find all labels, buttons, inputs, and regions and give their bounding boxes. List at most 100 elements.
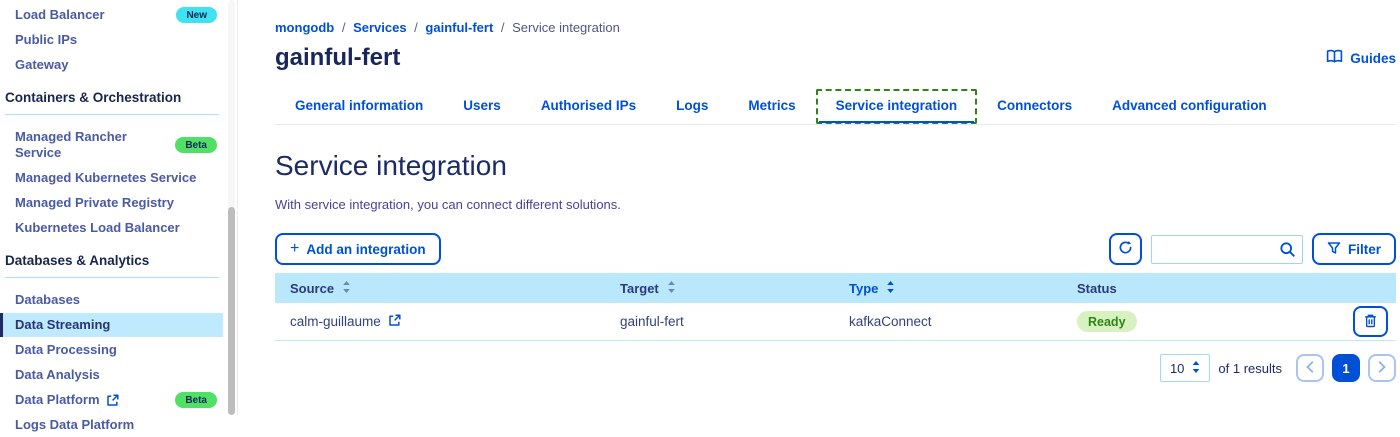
tab-general-information[interactable]: General information bbox=[295, 98, 424, 113]
sidebar-item-label: Load Balancer bbox=[15, 7, 105, 22]
cell-type: kafkaConnect bbox=[849, 314, 932, 329]
sidebar-scrollbar-thumb[interactable] bbox=[228, 207, 235, 415]
section-title: Service integration bbox=[275, 150, 507, 181]
add-integration-button[interactable]: + Add an integration bbox=[275, 233, 441, 265]
page-size-select[interactable]: 10 bbox=[1159, 354, 1211, 382]
refresh-icon bbox=[1118, 240, 1133, 258]
page-1-button[interactable]: 1 bbox=[1332, 354, 1360, 382]
sidebar-item-load-balancer[interactable]: Load Balancer New bbox=[0, 3, 223, 27]
trash-icon bbox=[1363, 313, 1378, 331]
search-input[interactable] bbox=[1150, 234, 1303, 264]
book-icon bbox=[1326, 49, 1343, 67]
cell-status: Ready bbox=[1062, 306, 1396, 337]
plus-icon: + bbox=[290, 240, 300, 257]
column-header-label: Source bbox=[290, 280, 335, 296]
chevron-right-icon bbox=[1378, 360, 1386, 376]
sidebar-item-kubernetes-load-balancer[interactable]: Kubernetes Load Balancer bbox=[0, 216, 223, 240]
sidebar-section-heading-containers-orchestration: Containers & Orchestration bbox=[5, 90, 182, 105]
guides-link[interactable]: Guides bbox=[1326, 49, 1396, 67]
page-title: gainful-fert bbox=[275, 44, 401, 71]
table-header-row: Source Target Type Status bbox=[275, 273, 1396, 303]
integrations-table: Source Target Type Status calm-guillaume gai… bbox=[275, 273, 1396, 341]
search-icon bbox=[1279, 241, 1296, 263]
sidebar-item-managed-kubernetes-service[interactable]: Managed Kubernetes Service bbox=[0, 166, 223, 190]
sidebar-item-label: Gateway bbox=[15, 57, 69, 72]
cell-target: gainful-fert bbox=[620, 314, 684, 329]
breadcrumb-separator: / bbox=[497, 20, 509, 35]
refresh-button[interactable] bbox=[1108, 233, 1142, 265]
column-header-label: Status bbox=[1077, 280, 1117, 296]
sort-icon bbox=[342, 280, 351, 296]
sidebar-item-gateway[interactable]: Gateway bbox=[0, 53, 223, 77]
sidebar-item-label: Kubernetes Load Balancer bbox=[15, 220, 180, 235]
filter-button[interactable]: Filter bbox=[1311, 233, 1396, 265]
column-header-label: Target bbox=[620, 280, 659, 296]
section-description: With service integration, you can connec… bbox=[275, 197, 621, 212]
breadcrumb-separator: / bbox=[410, 20, 422, 35]
column-header-source[interactable]: Source bbox=[275, 280, 605, 296]
chevron-left-icon bbox=[1306, 360, 1314, 376]
sidebar-item-label: Data Platform bbox=[15, 392, 100, 407]
prev-page-button[interactable] bbox=[1296, 354, 1324, 382]
tab-logs[interactable]: Logs bbox=[676, 98, 709, 113]
sidebar-item-data-processing[interactable]: Data Processing bbox=[0, 338, 223, 362]
sidebar-item-managed-private-registry[interactable]: Managed Private Registry bbox=[0, 191, 223, 215]
breadcrumb-link-mongodb[interactable]: mongodb bbox=[275, 20, 335, 35]
badge-beta: Beta bbox=[175, 392, 217, 408]
table-row: calm-guillaume gainful-fert kafkaConnect Re… bbox=[275, 303, 1396, 341]
breadcrumb: mongodb / Services / gainful-fert / Serv… bbox=[275, 20, 1396, 35]
badge-new: New bbox=[176, 7, 217, 23]
pagination: 10 of 1 results 1 bbox=[275, 354, 1396, 382]
main-content: mongodb / Services / gainful-fert / Serv… bbox=[239, 0, 1400, 415]
source-link[interactable]: calm-guillaume bbox=[290, 314, 381, 329]
add-integration-label: Add an integration bbox=[306, 241, 426, 257]
sidebar-section-heading-databases-analytics: Databases & Analytics bbox=[5, 253, 150, 268]
sidebar-item-managed-rancher-service[interactable]: Managed Rancher Service Beta bbox=[0, 125, 223, 165]
table-body: calm-guillaume gainful-fert kafkaConnect Re… bbox=[275, 303, 1396, 341]
column-header-target[interactable]: Target bbox=[605, 280, 834, 296]
sidebar-item-label: Logs Data Platform bbox=[15, 417, 135, 432]
sidebar-item-label: Public IPs bbox=[15, 32, 78, 47]
column-header-type[interactable]: Type bbox=[834, 280, 1062, 296]
sidebar-item-label: Data Streaming bbox=[15, 317, 111, 332]
breadcrumb-current: Service integration bbox=[512, 20, 620, 35]
page-header: gainful-fert Guides bbox=[275, 44, 1396, 72]
sidebar-item-label: Managed Private Registry bbox=[15, 195, 174, 210]
sort-icon bbox=[886, 280, 895, 296]
sidebar-item-label: Managed Kubernetes Service bbox=[15, 170, 197, 185]
tab-users[interactable]: Users bbox=[463, 98, 501, 113]
up-down-caret-icon bbox=[1192, 360, 1200, 376]
sort-icon bbox=[667, 280, 676, 296]
column-header-status[interactable]: Status bbox=[1062, 281, 1396, 296]
breadcrumb-separator: / bbox=[338, 20, 350, 35]
cell-source: calm-guillaume bbox=[275, 313, 605, 330]
toolbar-right: Filter bbox=[1108, 233, 1396, 265]
breadcrumb-link-services[interactable]: Services bbox=[353, 20, 407, 35]
external-link-icon bbox=[388, 313, 401, 330]
tab-authorised-ips[interactable]: Authorised IPs bbox=[540, 98, 637, 113]
status-badge: Ready bbox=[1077, 311, 1137, 332]
tab-connectors[interactable]: Connectors bbox=[997, 98, 1073, 113]
section-divider bbox=[5, 114, 219, 115]
guides-label: Guides bbox=[1350, 50, 1396, 66]
tab-advanced-configuration[interactable]: Advanced configuration bbox=[1112, 98, 1267, 113]
sidebar-item-logs-data-platform[interactable]: Logs Data Platform bbox=[0, 413, 223, 437]
badge-beta: Beta bbox=[175, 137, 217, 153]
delete-button[interactable] bbox=[1353, 306, 1388, 337]
tab-service-integration[interactable]: Service integration bbox=[815, 89, 978, 124]
sidebar-item-data-platform[interactable]: Data Platform Beta bbox=[0, 388, 223, 412]
tab-metrics[interactable]: Metrics bbox=[748, 98, 796, 113]
sidebar-item-databases[interactable]: Databases bbox=[0, 288, 223, 312]
sidebar-item-label: Managed Rancher Service bbox=[15, 129, 127, 160]
sidebar-item-data-analysis[interactable]: Data Analysis bbox=[0, 363, 223, 387]
column-header-label: Type bbox=[849, 280, 879, 296]
next-page-button[interactable] bbox=[1368, 354, 1396, 382]
breadcrumb-link-gainful-fert[interactable]: gainful-fert bbox=[425, 20, 494, 35]
sidebar-item-public-ips[interactable]: Public IPs bbox=[0, 28, 223, 52]
section-divider bbox=[5, 277, 219, 278]
page-size-value: 10 bbox=[1169, 360, 1185, 376]
sidebar-item-data-streaming[interactable]: Data Streaming bbox=[0, 313, 223, 337]
external-link-icon bbox=[106, 393, 119, 407]
